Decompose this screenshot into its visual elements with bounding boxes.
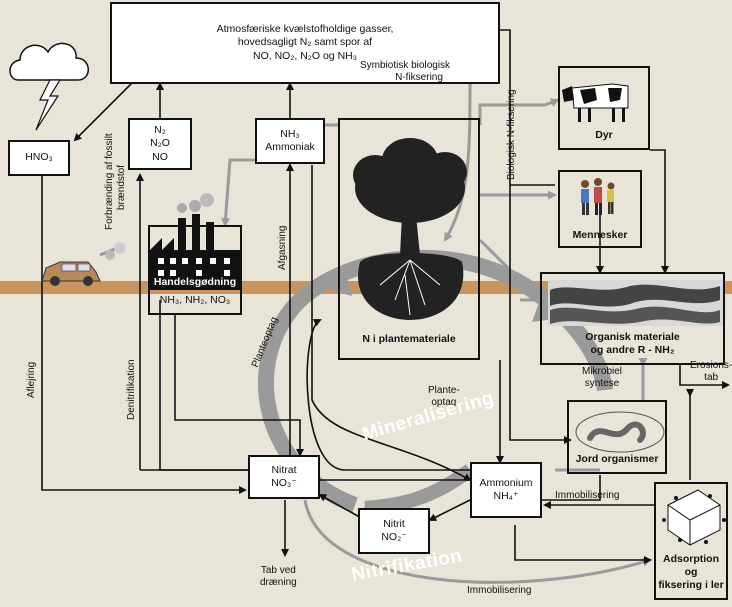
mennesker-box: Mennesker <box>558 170 642 248</box>
car-icon <box>41 242 126 286</box>
soil-matter-icon <box>548 280 723 326</box>
no-label: NO <box>152 150 168 163</box>
erosion-label: Erosions- tab <box>690 360 732 384</box>
adsorption-line-1: Adsorption og <box>663 552 719 578</box>
n2o-label: N₂O <box>150 137 170 150</box>
symbiotisk-line-2: N-fiksering <box>395 72 443 83</box>
plant-to-animal-arrow <box>478 98 560 125</box>
denitrifikation-label: Denitrifikation <box>126 359 137 420</box>
forbraending-label: Forbrænding af fossilt brændstof <box>104 133 128 230</box>
nitrat-formula: NO₃⁻ <box>271 477 297 489</box>
hno3-box: HNO₃ <box>8 140 70 176</box>
planteoptag-mid-label: Plante- optag <box>428 385 460 409</box>
afleijring-label: Aflejring <box>26 361 37 398</box>
n2-label: N₂ <box>154 124 166 137</box>
erosion-line-2: tab <box>704 372 719 383</box>
tree-icon <box>353 138 467 320</box>
ammonium-formula: NH₄⁺ <box>493 490 519 502</box>
erosion-line-1: Erosions- <box>690 360 732 371</box>
nitrit-formula: NO₂⁻ <box>381 531 407 543</box>
atmosphere-line-1: Atmosfæriske kvælstofholdige gasser, <box>216 23 394 36</box>
organisk-line-1: Organisk materiale <box>585 330 680 343</box>
ammoniak-box: NH₃ Ammoniak <box>255 118 325 164</box>
animal-to-organic-arrow <box>650 149 669 274</box>
forbraending-line-2: brændstof <box>116 164 127 210</box>
hno3-label: HNO₃ <box>25 151 53 164</box>
biological-fixation-line <box>500 29 511 120</box>
ammoniak-label: Ammoniak <box>265 141 315 153</box>
plant-label: N i plantemateriale <box>362 332 456 345</box>
immobilisering-label-1: Immobilisering <box>555 490 620 501</box>
ammonium-box: Ammonium NH₄⁺ <box>470 462 542 518</box>
fertiliser-to-nitrat-arrow <box>174 315 304 457</box>
nitrit-to-nitrat-arrow <box>318 494 366 521</box>
mikrobiel-line-1: Mikrobiel <box>582 366 623 377</box>
factory-icon <box>150 193 240 290</box>
tab-label: Tab ved dræning <box>260 565 297 589</box>
jord-link-arrow <box>509 185 572 444</box>
planteoptag-mid-line-2: optag <box>431 397 457 408</box>
adsorption-box: Adsorption og fiksering i ler <box>654 482 728 600</box>
nitrifikation-cycle-arc <box>363 464 475 515</box>
cycle-arrowhead-left <box>330 270 352 296</box>
cow-icon <box>562 83 629 122</box>
organisk-line-2: og andre R - NH₂ <box>590 343 675 356</box>
atmosphere-line-2: hovedsagligt N₂ samt spor af <box>237 36 373 49</box>
worm-icon <box>575 411 665 453</box>
nitrit-label: Nitrit <box>383 517 405 530</box>
jord-label: Jord organismer <box>575 452 659 465</box>
jord-box: Jord organismer <box>567 400 667 474</box>
afgasning-label: Afgasning <box>277 225 288 270</box>
planteoptag-mid-line-1: Plante- <box>428 385 460 396</box>
symbiotisk-label: Symbiotisk biologisk N-fiksering <box>360 60 450 84</box>
nitrat-box: Nitrat NO₃⁻ <box>248 455 320 499</box>
ammonium-plant-uptake-arrow <box>306 319 470 471</box>
dyr-box: Dyr <box>558 66 650 150</box>
ammonium-label: Ammonium <box>479 476 533 489</box>
mennesker-label: Mennesker <box>572 228 628 241</box>
denitrification-line <box>159 300 250 471</box>
plant-box: N i plantemateriale <box>338 118 480 360</box>
adsorption-line-2: fiksering i ler <box>658 578 724 591</box>
atmosphere-line-3: NO, NO₂, N₂O og NH₃ <box>252 49 358 62</box>
nh3-label: NH₃ <box>280 127 300 140</box>
mikrobiel-line-2: syntese <box>584 378 620 389</box>
immobilisering-label-2: Immobilisering <box>467 585 532 596</box>
n2-group-box: N₂ N₂O NO <box>128 118 192 170</box>
forbraending-line-1: Forbrænding af fossilt <box>104 133 115 230</box>
tab-line-1: Tab ved <box>260 565 296 576</box>
clay-crystal-icon <box>662 489 726 546</box>
dyr-label: Dyr <box>595 128 613 141</box>
atmosphere-to-hno3-arrow <box>73 79 136 142</box>
mikrobiel-label: Mikrobiel syntese <box>582 366 622 390</box>
people-icon <box>581 178 615 215</box>
nitrat-label: Nitrat <box>271 463 297 476</box>
erosion-arrow <box>679 365 730 389</box>
ammoniak-to-factory-arrow <box>221 158 300 227</box>
tab-line-2: dræning <box>260 577 297 588</box>
ammonium-to-nitrit-arrow <box>428 499 471 521</box>
nitrat-immobilisering-arrow <box>303 499 652 584</box>
atmosphere-box: Atmosfæriske kvælstofholdige gasser, hov… <box>110 2 500 84</box>
organisk-box: Organisk materiale og andre R - NH₂ <box>540 272 725 365</box>
biologisk-label: Biologisk N-fiksering <box>506 89 517 180</box>
deposition-arrow <box>41 175 247 494</box>
ammonium-to-jord-line <box>540 475 601 501</box>
ammonium-to-adsorption-arrow <box>514 525 652 564</box>
symbiotisk-line-1: Symbiotisk biologisk <box>360 60 451 71</box>
handelsgodning-box: Handelsgødning NH₃, NH₂, NO₃ <box>148 225 242 315</box>
handelsgodning-title: Handelsgødning <box>153 275 237 288</box>
plant-to-ammonium-arrow <box>311 165 472 481</box>
handelsgodning-formula: NH₃, NH₂, NO₃ <box>159 293 231 306</box>
nitrit-box: Nitrit NO₂⁻ <box>358 508 430 554</box>
cloud-lightning-icon <box>9 42 89 131</box>
